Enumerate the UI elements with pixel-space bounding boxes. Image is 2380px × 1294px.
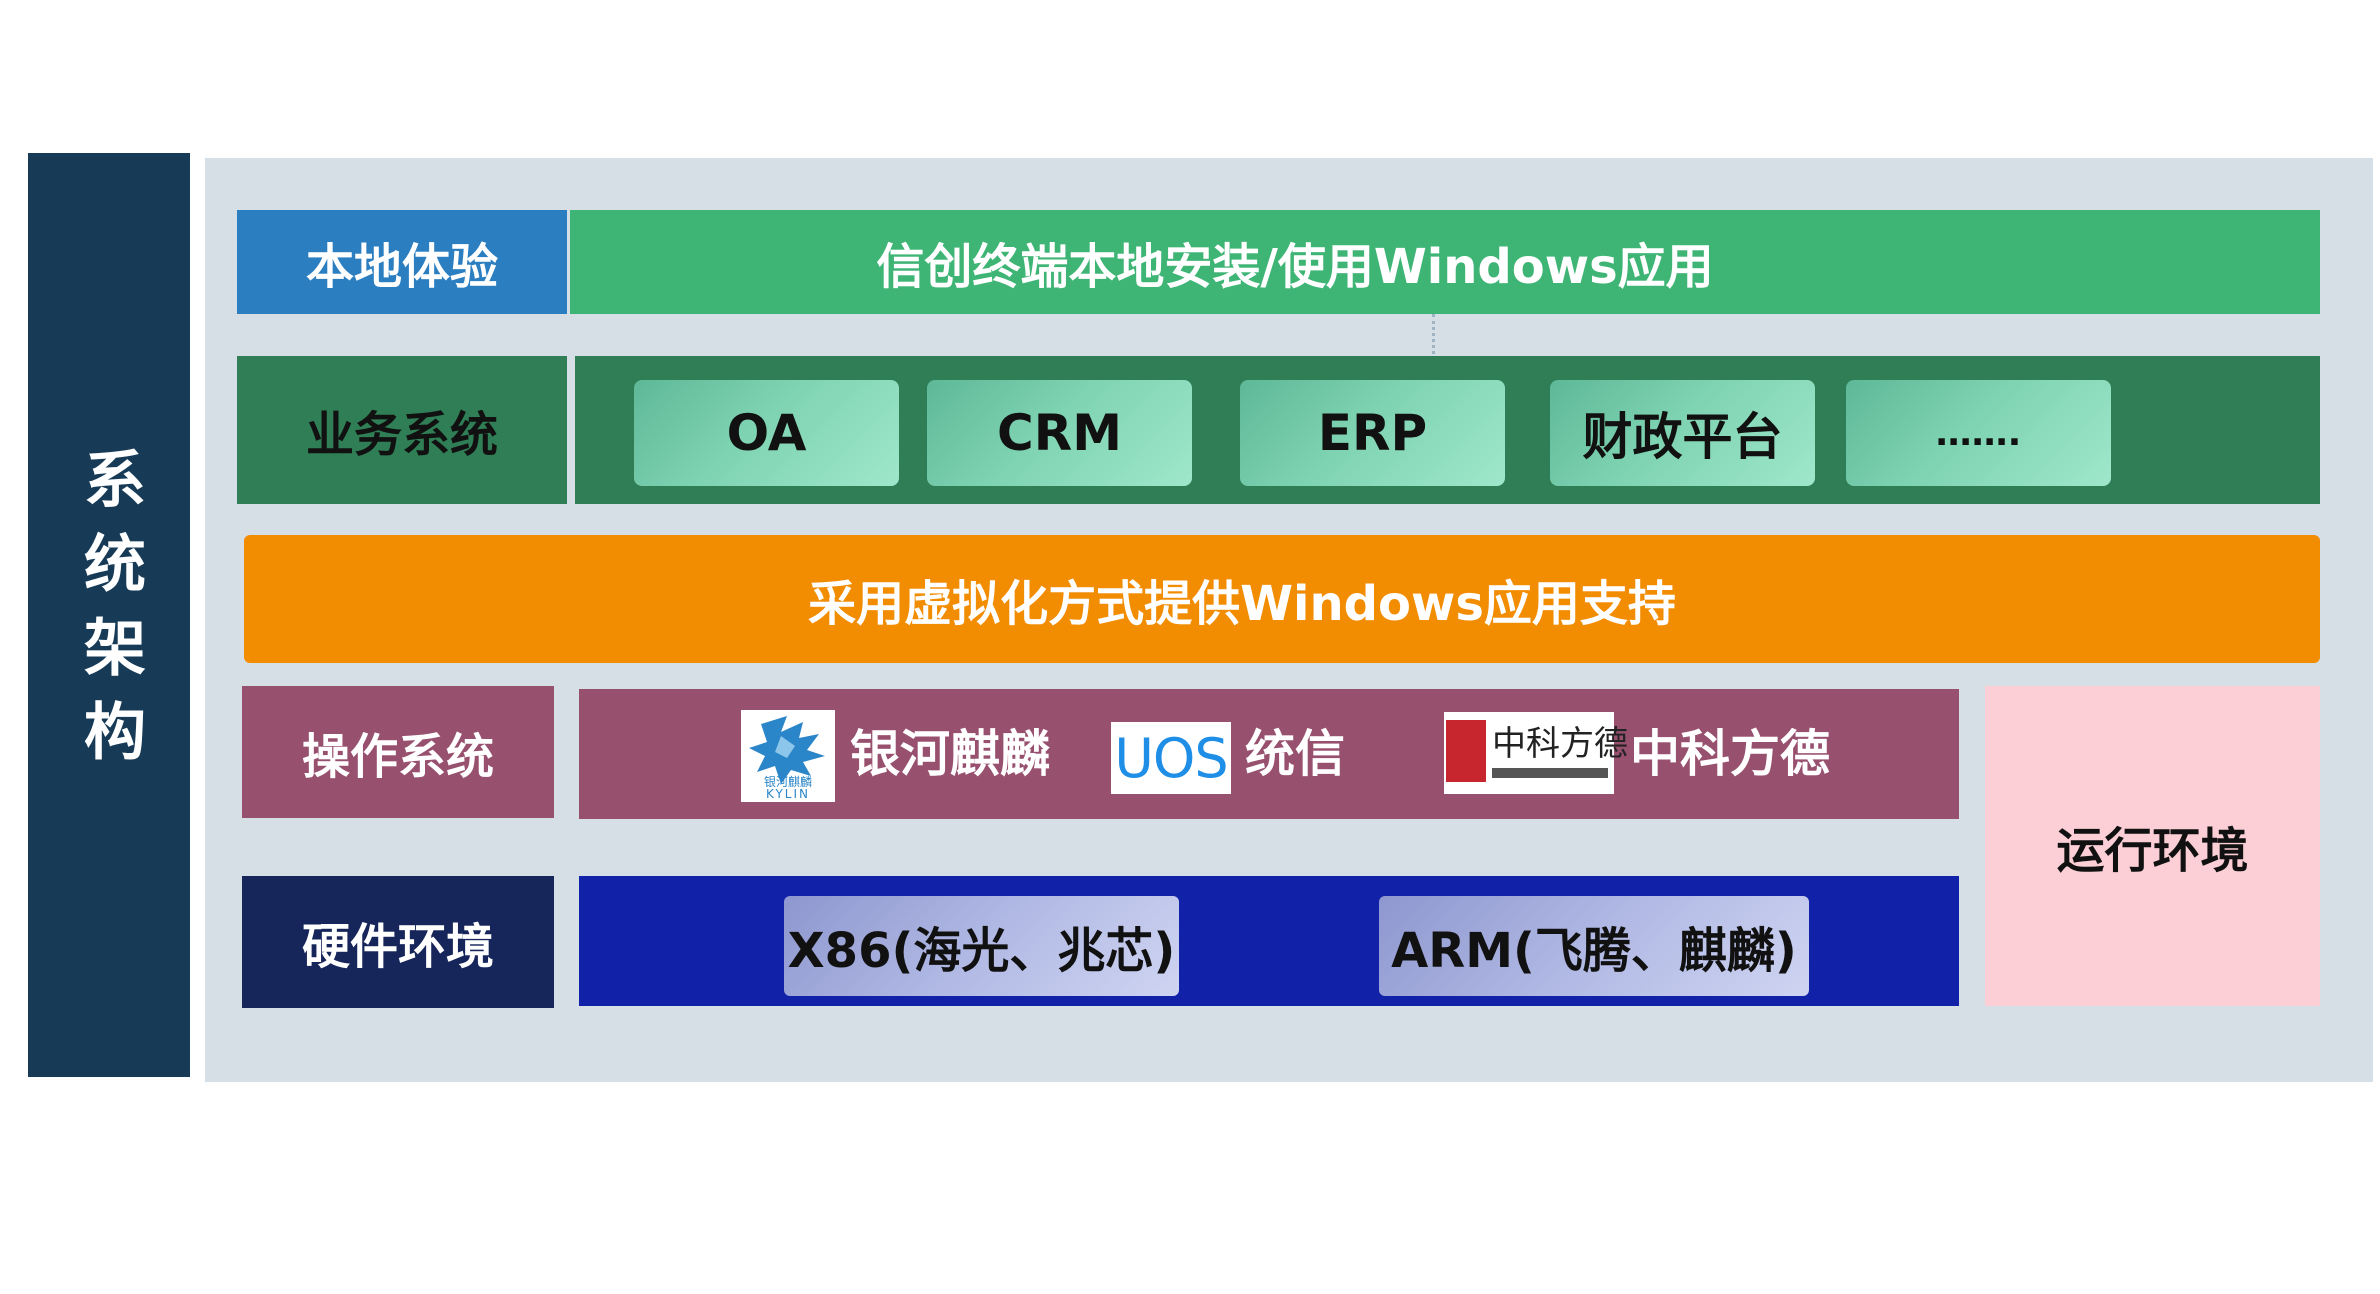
virtualization-text: 采用虚拟化方式提供Windows应用支持 [808,576,1676,632]
kylin-logo-caption: 银河麒麟 [763,775,812,789]
hardware-item-arm: ARM(飞腾、麒麟) [1379,896,1809,996]
business-item-label: CRM [997,404,1122,462]
business-item-label: ERP [1317,404,1428,462]
business-item-label: ……. [1935,412,2022,454]
business-item-finance-platform: 财政平台 [1550,380,1815,486]
os-vendor-zkfd: 中科方德 [1630,725,1830,783]
side-title: 系统架构 [73,447,146,783]
hardware-item-label: X86(海光、兆芯) [787,923,1176,979]
business-item-more: ……. [1846,380,2111,486]
os-vendor-kylin: 银河麒麟 [850,725,1050,783]
zkfd-logo-text: 中科方德 [1492,724,1628,764]
business-item-label: 财政平台 [1582,408,1783,466]
kylin-logo-caption-en: KYLIN [766,787,810,801]
business-item-label: OA [726,404,807,462]
business-systems-label: 业务系统 [237,356,567,504]
runtime-environment-box: 运行环境 [1985,686,2320,1006]
local-experience-label-text: 本地体验 [305,239,498,295]
hardware-label: 硬件环境 [242,876,554,1008]
business-item-crm: CRM [927,380,1192,486]
business-systems-label-text: 业务系统 [305,407,498,463]
zkfd-logo-icon: 中科方德 [1444,712,1628,794]
local-experience-banner: 信创终端本地安装/使用Windows应用 [570,210,2320,314]
business-item-oa: OA [634,380,899,486]
kylin-logo-icon: 银河麒麟 KYLIN [741,710,835,802]
virtualization-bar: 采用虚拟化方式提供Windows应用支持 [244,535,2320,663]
dotted-connector [1432,314,1435,360]
os-label-text: 操作系统 [301,729,494,785]
os-vendor-uos: 统信 [1245,725,1345,783]
local-experience-banner-text: 信创终端本地安装/使用Windows应用 [876,239,1714,295]
uos-logo-icon: UOS [1111,722,1231,794]
local-experience-label: 本地体验 [237,210,567,314]
os-label: 操作系统 [242,686,554,818]
runtime-environment-label: 运行环境 [2056,823,2249,879]
hardware-item-label: ARM(飞腾、麒麟) [1391,923,1797,979]
hardware-item-x86: X86(海光、兆芯) [784,896,1179,996]
business-item-erp: ERP [1240,380,1505,486]
uos-logo-text: UOS [1114,726,1228,790]
side-title-bar: 系统架构 [28,153,190,1077]
hardware-label-text: 硬件环境 [301,919,494,975]
